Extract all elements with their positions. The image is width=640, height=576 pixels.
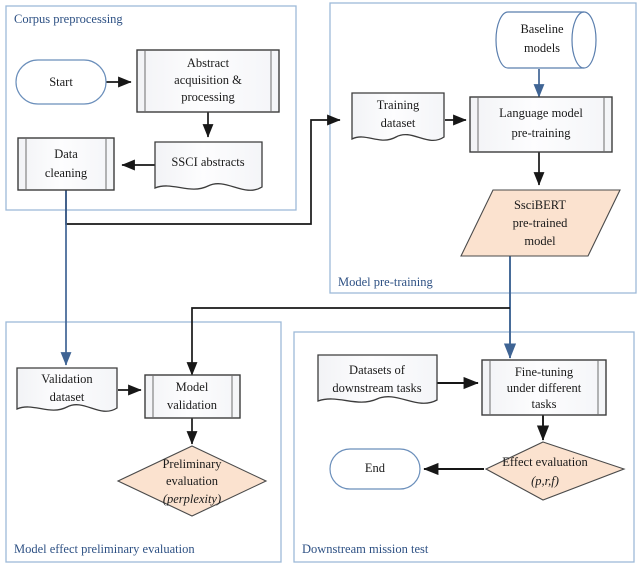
node-effect-evaluation[interactable]: Effect evaluation (p,r,f) (484, 441, 626, 501)
node-start-label: Start (49, 75, 73, 89)
node-downstream-datasets-line1: Datasets of (349, 363, 406, 377)
group-label-downstream: Downstream mission test (302, 542, 429, 556)
node-sscibert-line2: pre-trained (513, 216, 569, 230)
node-data-cleaning-line2: cleaning (45, 166, 88, 180)
node-effect-evaluation-line2: (p,r,f) (531, 474, 559, 488)
node-validation-dataset[interactable]: Validation dataset (16, 367, 118, 412)
node-fine-tuning-line3: tasks (532, 397, 557, 411)
node-sscibert-line3: model (524, 234, 556, 248)
node-abstract-line3: processing (181, 90, 235, 104)
node-model-validation-line2: validation (167, 398, 218, 412)
group-model-pre-training: Model pre-training (329, 2, 637, 294)
node-sscibert-line1: SsciBERT (514, 198, 566, 212)
node-baseline-models-line2: models (524, 41, 560, 55)
group-corpus-preprocessing: Corpus preprocessing (5, 5, 297, 211)
node-preliminary-evaluation-line2: evaluation (166, 474, 219, 488)
node-data-cleaning[interactable]: Data cleaning (17, 137, 115, 191)
node-fine-tuning-line1: Fine-tuning (515, 365, 574, 379)
node-training-dataset-line2: dataset (381, 116, 416, 130)
node-downstream-datasets[interactable]: Datasets of downstream tasks (317, 354, 438, 404)
node-baseline-models[interactable]: Baseline models (495, 11, 597, 69)
node-end-label: End (365, 461, 386, 475)
node-data-cleaning-line1: Data (54, 147, 78, 161)
node-fine-tuning[interactable]: Fine-tuning under different tasks (481, 359, 607, 416)
node-language-model-line2: pre-training (511, 126, 571, 140)
node-preliminary-evaluation-line3: (perplexity) (163, 492, 221, 506)
group-model-effect-preliminary-evaluation: Model effect preliminary evaluation (5, 321, 282, 563)
node-model-validation-line1: Model (176, 380, 209, 394)
node-effect-evaluation-line1: Effect evaluation (502, 455, 588, 469)
group-downstream-mission-test: Downstream mission test (293, 331, 635, 563)
node-preliminary-evaluation-line1: Preliminary (162, 457, 222, 471)
node-abstract-acquisition[interactable]: Abstract acquisition & processing (136, 49, 280, 113)
node-validation-dataset-line2: dataset (50, 390, 85, 404)
node-validation-dataset-line1: Validation (41, 372, 93, 386)
node-fine-tuning-line2: under different (507, 381, 582, 395)
node-abstract-line1: Abstract (187, 56, 230, 70)
node-training-dataset-line1: Training (377, 98, 420, 112)
node-model-validation[interactable]: Model validation (144, 374, 241, 419)
edge-sscibert-to-model-validation (186, 307, 510, 376)
node-baseline-models-line1: Baseline (520, 22, 563, 36)
node-training-dataset[interactable]: Training dataset (351, 92, 445, 142)
node-ssci-abstracts-label: SSCI abstracts (171, 155, 244, 169)
node-downstream-datasets-line2: downstream tasks (332, 381, 421, 395)
group-label-pretrain: Model pre-training (338, 275, 434, 289)
node-sscibert-model[interactable]: SsciBERT pre-trained model (460, 189, 621, 257)
group-label-corpus: Corpus preprocessing (14, 12, 123, 26)
group-label-prelim: Model effect preliminary evaluation (14, 542, 195, 556)
node-start[interactable]: Start (15, 59, 107, 105)
node-language-model-line1: Language model (499, 106, 583, 120)
node-language-model-pretraining[interactable]: Language model pre-training (469, 96, 613, 153)
node-abstract-line2: acquisition & (174, 73, 242, 87)
node-ssci-abstracts[interactable]: SSCI abstracts (154, 141, 263, 191)
node-end[interactable]: End (329, 448, 421, 490)
node-preliminary-evaluation[interactable]: Preliminary evaluation (perplexity) (116, 445, 268, 517)
